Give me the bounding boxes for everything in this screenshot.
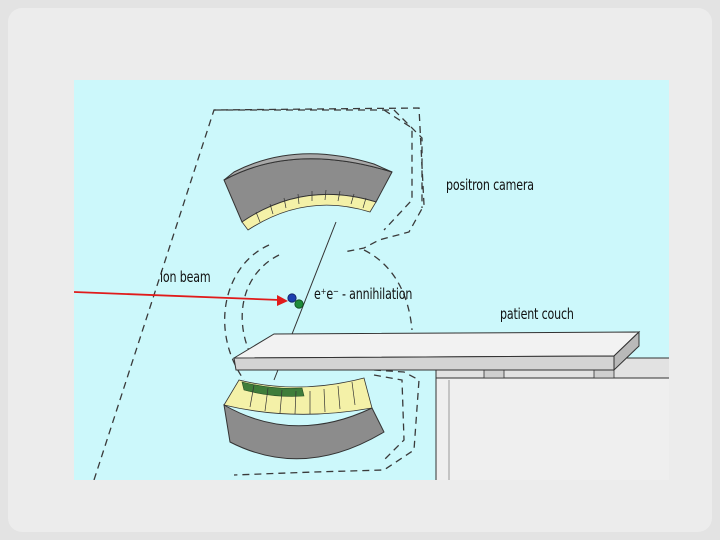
upper-detector-crystals [241,194,377,231]
gantry-lower-right [233,369,420,476]
ring-right-arc [363,249,413,331]
gantry-upper-box [383,109,413,231]
upper-crystal-dividers [255,189,367,223]
ring-left-arc [224,244,270,381]
couch-side-face [613,330,640,372]
positron-marker [294,299,304,309]
couch-base [435,374,669,480]
lower-detector [223,377,385,460]
couch-top-face [232,331,641,359]
label-annihilation: e⁺e⁻ - annihilation [314,285,413,303]
label-positron-camera: positron camera [446,176,534,194]
lower-crystal-dividers [249,381,356,415]
gantry-lower-box [373,374,405,461]
pet-diagram: positron camera ion beam e⁺e⁻ - annihila… [74,80,669,480]
patient-couch [232,330,669,480]
upper-detector [223,153,393,231]
lower-detector-body [223,404,385,460]
electron-marker [287,293,297,303]
lower-detector-hit-region [241,381,305,397]
ion-beam [74,291,288,306]
gantry-outline [93,107,425,480]
slide-frame: positron camera ion beam e⁺e⁻ - annihila… [8,8,712,532]
gantry-outer-upper [93,107,425,480]
upper-detector-top-face [223,153,393,181]
label-ion-beam: ion beam [160,268,211,286]
couch-front-face [233,355,615,371]
diagram-drawing [74,107,669,480]
label-patient-couch: patient couch [500,305,574,323]
ion-beam-arrowhead [277,295,288,306]
gantry-inner-upper [214,109,423,208]
